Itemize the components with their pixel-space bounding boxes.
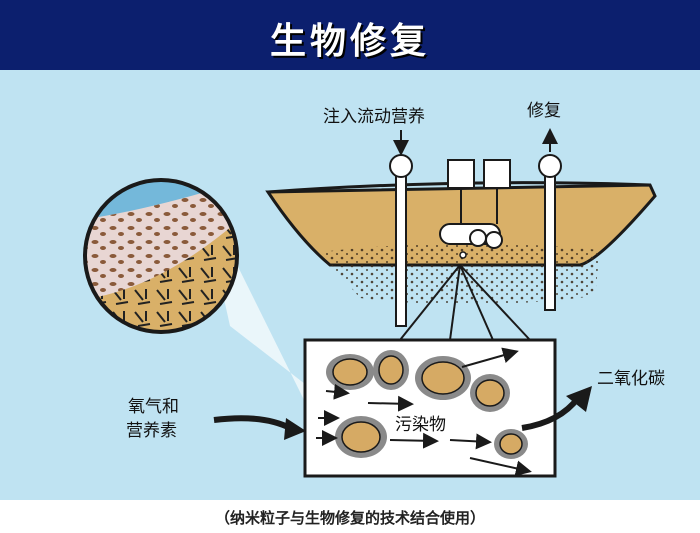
flow-arrows bbox=[316, 347, 532, 477]
repair-label: 修复 bbox=[527, 101, 561, 121]
pollutant-label: 污染物 bbox=[395, 415, 446, 435]
pollutant-box bbox=[303, 338, 557, 478]
caption: （纳米粒子与生物修复的技术结合使用） bbox=[214, 509, 485, 527]
oxygen-label-line1: 氧气和 bbox=[128, 397, 179, 417]
arrow-right-icon bbox=[213, 415, 306, 440]
pipe-icon bbox=[389, 130, 413, 327]
pump-icon bbox=[439, 159, 511, 259]
zoom-lines bbox=[399, 264, 531, 341]
co2-label: 二氧化碳 bbox=[597, 369, 665, 389]
arrow-up-icon bbox=[521, 386, 592, 431]
soil-particles bbox=[326, 350, 528, 459]
inject-label: 注入流动营养 bbox=[323, 107, 425, 127]
page-title: 生物修复 bbox=[269, 20, 430, 62]
magnifier-circle-icon bbox=[83, 178, 239, 334]
oxygen-label-line2: 营养素 bbox=[126, 421, 177, 441]
header-bar bbox=[0, 0, 700, 70]
pipe-repair bbox=[538, 128, 562, 311]
